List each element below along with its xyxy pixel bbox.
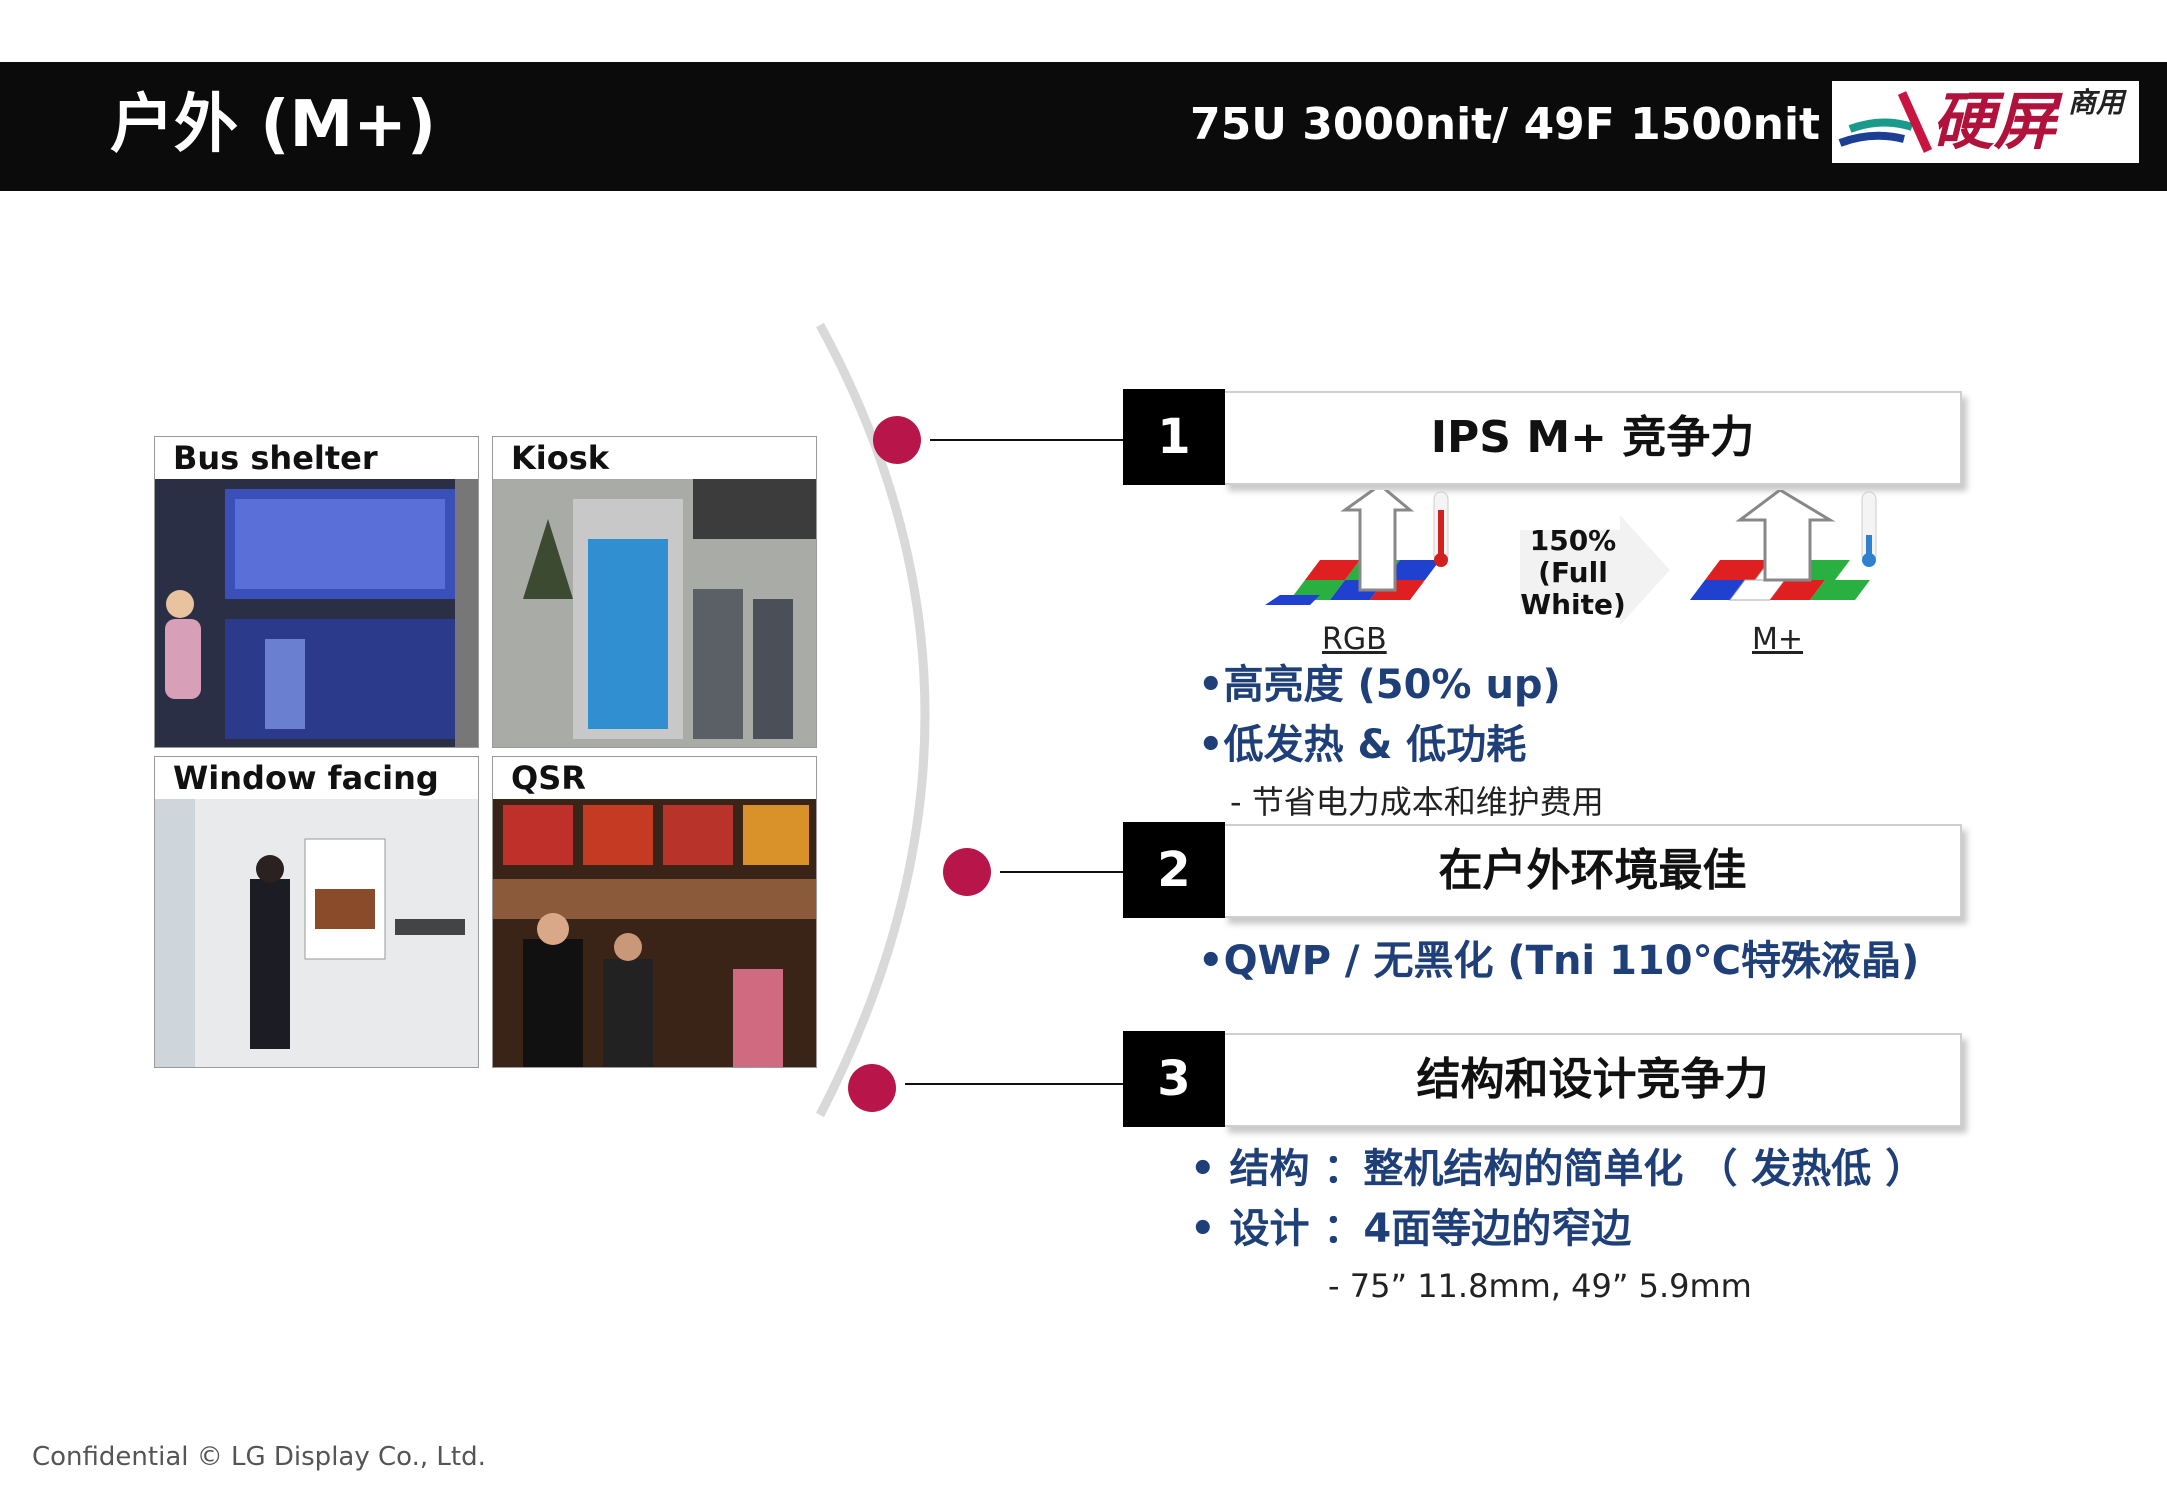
section-2-number: 2 <box>1123 822 1225 918</box>
section-1-bullet-2: •低发热 & 低功耗 <box>1198 722 1527 768</box>
footer-confidential: Confidential © LG Display Co., Ltd. <box>32 1442 486 1472</box>
tile-bus-shelter: Bus shelter <box>154 436 479 748</box>
section-1-subline: - 节省电力成本和维护费用 <box>1230 783 1604 821</box>
spec-text: 75U 3000nit/ 49F 1500nit <box>1190 99 1821 150</box>
kiosk-photo <box>493 479 816 747</box>
section-1-number: 1 <box>1123 389 1225 485</box>
brand-logo: 硬屏 商用 <box>1832 81 2139 163</box>
section-1-title: IPS M+ 竞争力 <box>1430 412 1755 463</box>
page-title: 户外 (M+) <box>110 88 437 162</box>
section-3-bullet-2: • 设计 ：4面等边的窄边 <box>1190 1206 1632 1252</box>
section-1-dot <box>873 416 921 464</box>
tile-kiosk: Kiosk <box>492 436 817 748</box>
tile-qsr: QSR <box>492 756 817 1068</box>
section-3-subline: - 75” 11.8mm, 49” 5.9mm <box>1328 1267 1752 1305</box>
logo-subtext: 商用 <box>2068 86 2125 119</box>
rgb-vs-mplus-diagram <box>1250 490 1877 625</box>
logo-stripes-icon <box>1838 91 1933 153</box>
section-1-bullet-1: •高亮度 (50% up) <box>1198 662 1561 708</box>
section-3-title: 结构和设计竞争力 <box>1416 1054 1769 1105</box>
section-3-dot <box>848 1064 896 1112</box>
qsr-photo <box>493 799 816 1067</box>
section-2-dot <box>943 848 991 896</box>
logo-text: 硬屏 <box>1932 85 2057 158</box>
section-2-bullet-1: •QWP / 无黑化 (Tni 110℃特殊液晶) <box>1198 938 1920 984</box>
section-3-bar: 结构和设计竞争力 <box>1223 1033 1962 1127</box>
rgb-label: RGB <box>1322 622 1387 657</box>
tile-label: QSR <box>511 759 586 797</box>
window-facing-photo <box>155 799 478 1067</box>
header-bar: 户外 (M+) 75U 3000nit/ 49F 1500nit 硬屏 商用 <box>0 62 2167 191</box>
tile-label: Window facing <box>173 759 439 797</box>
section-3-number: 3 <box>1123 1031 1225 1127</box>
tile-window-facing: Window facing <box>154 756 479 1068</box>
section-3-bullet-1: • 结构 ：整机结构的简单化 （ 发热低 ） <box>1190 1146 1926 1192</box>
bus-shelter-photo <box>155 479 478 747</box>
mplus-label: M+ <box>1752 622 1804 657</box>
section-2-title: 在户外环境最佳 <box>1438 845 1747 896</box>
diagram-arrow-text: 150% (Full White) <box>1520 524 1626 621</box>
tile-label: Kiosk <box>511 439 610 477</box>
section-2-bar: 在户外环境最佳 <box>1223 824 1962 918</box>
tile-label: Bus shelter <box>173 439 378 477</box>
section-1-bar: IPS M+ 竞争力 <box>1223 391 1962 485</box>
